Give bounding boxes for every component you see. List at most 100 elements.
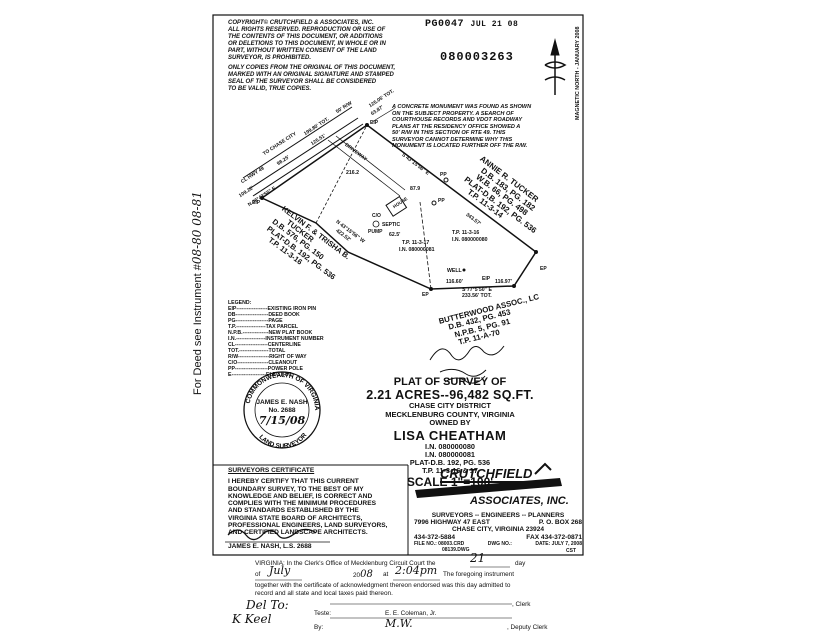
seal-center: JAMES E. NASH No. 2688 7/15/08 [256, 399, 307, 427]
scale: SCALE 1"=100' [406, 474, 494, 489]
monument-note: A CONCRETE MONUMENT WAS FOUND AS SHOWN O… [392, 104, 532, 149]
power-pole-icon [443, 177, 449, 183]
seal-surveyor-name: JAMES E. NASH [256, 399, 308, 406]
copyright-line: ALL RIGHTS RESERVED. REPRODUCTION OR USE… [228, 27, 386, 33]
copyright-line: PART, WITHOUT WRITTEN CONSENT OF THE LAN… [228, 48, 377, 54]
margin-deed-note: For Deed see Instrument #08-80 08-81 [190, 191, 204, 395]
margin-handwriting: K Keel [232, 612, 272, 626]
label-dist: 87.9 [410, 186, 421, 192]
label-pp: PP [438, 198, 445, 204]
legend-item: EIP------------------EXISTING IRON PIN [228, 306, 317, 312]
copyright-line: ONLY COPIES FROM THE ORIGINAL OF THIS DO… [228, 65, 396, 71]
seal-ring-bottom: LAND SURVEYOR [257, 432, 308, 450]
house-footprint [385, 195, 408, 217]
instrument-number: 080003263 [440, 50, 514, 64]
power-pole-icon [431, 200, 437, 206]
label-tp16: T.P. 11-3-16 [452, 230, 480, 236]
title-block: PLAT OF SURVEY OF 2.21 ACRES--96,482 SQ.… [340, 376, 560, 489]
label-ep: EP [540, 266, 547, 272]
label-ep: EP [422, 292, 429, 298]
owner-signatures [429, 345, 505, 384]
legend-item: E--------------------ELECTRIC [228, 372, 292, 378]
iron-pin-icon [534, 250, 538, 254]
copyright-line: THE CONTENTS OF THIS DOCUMENT, OR ADDITI… [228, 34, 383, 40]
firm-logo-arrow-icon [534, 462, 552, 475]
plat-acreage: 2.21 ACRES--96,482 SQ.FT. [366, 388, 534, 402]
label-well: WELL [447, 268, 462, 274]
legend-title: LEGEND: [228, 300, 252, 306]
book-page-stamp: PG0047 JUL 21 08 [425, 19, 519, 30]
copyright-line: MARKED WITH AN ORIGINAL SIGNATURE AND ST… [228, 72, 394, 78]
plat-ref: PLAT-D.B. 192, PG. 536 [409, 457, 491, 467]
certificate-heading: SURVEYORS CERTIFICATE [228, 467, 315, 474]
label-bottom-total: 233.56' TOT. [462, 293, 492, 299]
legend-item: DB-------------------DEED BOOK [228, 312, 300, 318]
copyright-line: TO BE VALID, TRUE COPIES. [228, 86, 312, 92]
clerk-time: 2:04pm [395, 564, 438, 577]
copyright-line: SEAL OF THE SURVEYOR SHALL BE CONSIDERED [228, 79, 377, 85]
county: MECKLENBURG COUNTY, VIRGINIA [385, 409, 515, 419]
owned-by: OWNED BY [429, 418, 471, 427]
legend-item: R/W------------------RIGHT OF WAY [228, 354, 307, 360]
iron-pin-icon [365, 123, 369, 127]
clerk-day: 21 [470, 551, 486, 565]
label-dist: 62.5' [389, 232, 401, 238]
clerk-certificate: VIRGINIA: In the Clerk's Office of Meckl… [255, 551, 548, 631]
surveyor-signature [227, 528, 317, 541]
legend-item: PP-------------------POWER POLE [228, 366, 303, 372]
label-eip: EIP [482, 276, 491, 282]
deputy-signature: M.W. [385, 617, 413, 630]
certificate-signer: JAMES E. NASH, L.S. 2688 [228, 543, 312, 550]
iron-pin-icon [429, 287, 433, 291]
legend-item: T.P.-----------------TAX PARCEL [228, 324, 299, 330]
septic-marker [372, 220, 380, 228]
surveyor-certificate: SURVEYORS CERTIFICATE I HEREBY CERTIFY T… [228, 467, 403, 537]
clerk-month: July [269, 564, 291, 577]
firm-details: SURVEYORS -- ENGINEERS -- PLANNERS 7996 … [414, 512, 582, 553]
firm-logo-bar-icon [415, 478, 562, 498]
driveway [327, 135, 406, 197]
plat-border [212, 14, 584, 556]
iron-pin-icon [512, 284, 516, 288]
well-marker [462, 268, 466, 272]
iron-pin-icon [260, 196, 264, 200]
label-dist: 216.2 [346, 170, 359, 176]
firm-name: CRUTCHFIELD [440, 466, 533, 483]
legend-item: TOT.-----------------TOTAL [228, 348, 286, 354]
instrument-ref: I.N. 080000081 [425, 449, 475, 459]
seal-license: No. 2688 [268, 407, 296, 414]
label-eip: EIP [252, 200, 261, 206]
label-in81: I.N. 080000081 [399, 247, 435, 253]
owner-name: LISA CHEATHAM [393, 427, 507, 443]
highway-lines [242, 106, 364, 197]
label-bottom-dist: 116.60' [446, 279, 463, 285]
label-pp: PP [440, 172, 447, 178]
seal-outer-ring [243, 371, 321, 449]
cst-mark: CST [566, 548, 576, 554]
note-leader [371, 107, 396, 123]
label-in80: I.N. 080000080 [452, 237, 488, 243]
copyright-line: SURVEYOR, IS PROHIBITED. [228, 55, 312, 61]
tax-parcel-ref: T.P. 11-3-16 & 17 [422, 465, 478, 475]
label-eip: EIP [370, 120, 379, 126]
firm-name-2: ASSOCIATES, INC. [470, 495, 569, 507]
lot-line [419, 201, 432, 290]
copyright-line: OR DELETIONS TO THIS DOCUMENT, IN WHOLE … [228, 41, 386, 47]
label-bottom-dist: 116.97' [495, 279, 512, 285]
legend-item: C/O------------------CLEANOUT [228, 360, 298, 366]
label-cleanout: C/O [372, 213, 381, 219]
label-bottom-bearing: S 77°5'50" E [462, 287, 492, 293]
seal-inner-ring [254, 382, 310, 438]
parcel-divider [315, 124, 368, 224]
legend-item: I.N.-----------------INSTRUMENT NUMBER [228, 336, 324, 342]
label-pump: PUMP [368, 229, 383, 235]
parcel-boundary [260, 124, 538, 290]
north-arrow-icon [544, 38, 567, 95]
legend-item: CL-------------------CENTERLINE [228, 342, 301, 348]
label-septic: SEPTIC [382, 222, 401, 228]
copyright-line: COPYRIGHT© CRUTCHFIELD & ASSOCIATES, INC… [228, 20, 374, 26]
label-tp17: T.P. 11-3-17 [402, 240, 430, 246]
plat-title: PLAT OF SURVEY OF [393, 376, 507, 388]
